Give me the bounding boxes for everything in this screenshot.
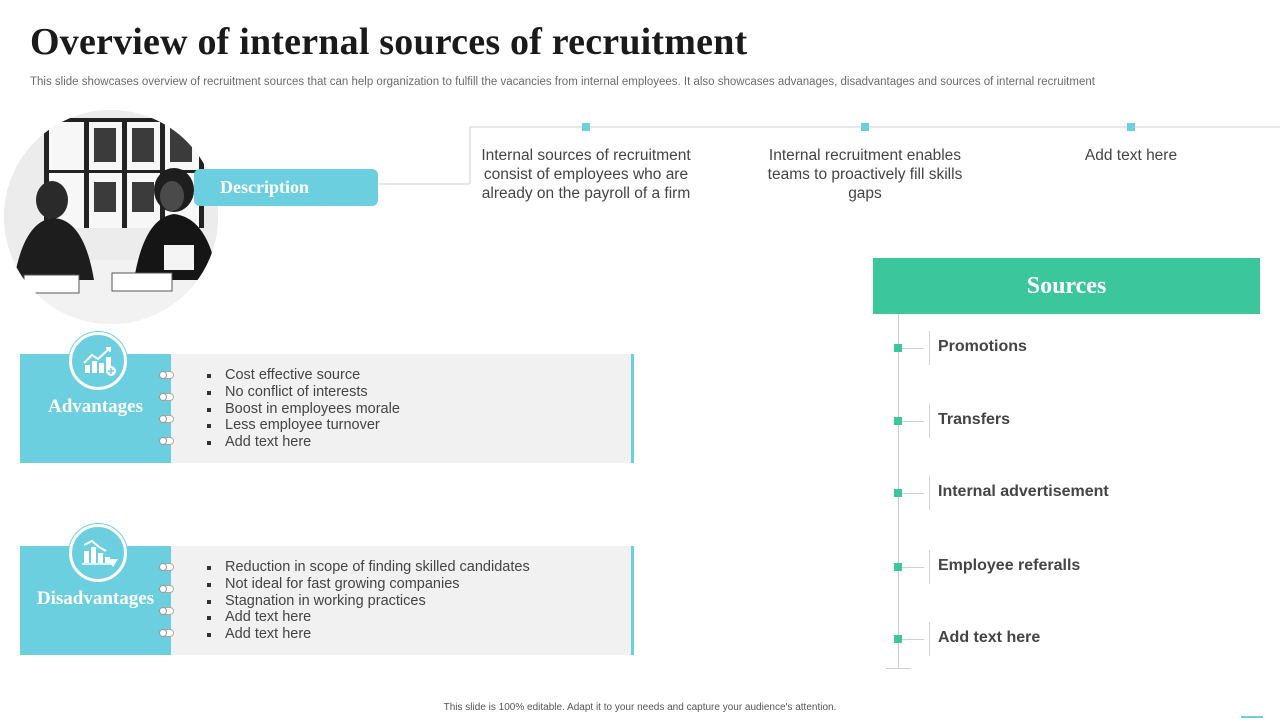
- binder-dot: [159, 563, 167, 571]
- list-item: Add text here: [207, 626, 530, 643]
- separator-line: [929, 476, 930, 510]
- source-item-add-text: Add text here: [894, 622, 1194, 656]
- source-label: Promotions: [938, 338, 1027, 355]
- binder-dot: [159, 607, 167, 615]
- list-item: Not ideal for fast growing companies: [207, 576, 530, 593]
- list-item: Boost in employees morale: [207, 401, 400, 418]
- bullet-square: [894, 489, 902, 497]
- list-item: Reduction in scope of finding skilled ca…: [207, 559, 530, 576]
- description-text-3: Add text here: [1084, 147, 1178, 164]
- list-item: Add text here: [207, 434, 400, 451]
- separator-line: [929, 404, 930, 438]
- list-item: Less employee turnover: [207, 417, 400, 434]
- footer-note: This slide is 100% editable. Adapt it to…: [443, 702, 837, 713]
- description-text-2: Internal recruitment enables teams to pr…: [767, 147, 963, 202]
- advantages-label: Advantages: [47, 396, 143, 417]
- source-item-transfers: Transfers: [894, 404, 1194, 438]
- bullet-square: [894, 635, 902, 643]
- description-text-1: Internal sources of recruitment consist …: [481, 147, 691, 202]
- list-item: Cost effective source: [207, 367, 400, 384]
- decline-chart-icon: [69, 524, 127, 582]
- advantages-list: Cost effective source No conflict of int…: [207, 367, 400, 451]
- page-subtitle: This slide showcases overview of recruit…: [30, 76, 1095, 88]
- advantages-list-box: Cost effective source No conflict of int…: [171, 354, 634, 463]
- binder-dot: [159, 585, 167, 593]
- binder-dot: [159, 371, 167, 379]
- corner-accent: [1241, 716, 1263, 718]
- description-label: Description: [194, 169, 378, 206]
- disadvantages-list: Reduction in scope of finding skilled ca…: [207, 559, 530, 643]
- page-title: Overview of internal sources of recruitm…: [30, 21, 748, 63]
- binder-dot: [159, 629, 167, 637]
- source-label: Transfers: [938, 411, 1011, 428]
- list-item: Add text here: [207, 609, 530, 626]
- binder-dot: [159, 393, 167, 401]
- source-item-employee-referalls: Employee referalls: [894, 550, 1194, 584]
- disadvantages-label: Disadvantages: [36, 588, 155, 609]
- connector-line: [902, 421, 924, 422]
- separator-line: [929, 331, 930, 365]
- source-item-internal-advertisement: Internal advertisement: [894, 476, 1194, 510]
- growth-chart-icon: [69, 332, 127, 390]
- binder-dot: [159, 437, 167, 445]
- bullet-square: [894, 344, 902, 352]
- connector-line: [902, 639, 924, 640]
- sources-header: Sources: [873, 258, 1260, 314]
- source-label: Internal advertisement: [938, 483, 1109, 500]
- disadvantages-panel: Disadvantages Reduction in scope of find…: [20, 524, 634, 655]
- separator-line: [929, 550, 930, 584]
- list-item: No conflict of interests: [207, 384, 400, 401]
- separator-line: [929, 622, 930, 656]
- advantages-panel: Advantages Cost effective source No conf…: [20, 332, 634, 463]
- connector-line: [902, 493, 924, 494]
- list-item: Stagnation in working practices: [207, 593, 530, 610]
- source-label: Employee referalls: [938, 557, 1081, 574]
- source-label: Add text here: [938, 629, 1041, 646]
- description-connector: [378, 123, 1280, 185]
- disadvantages-list-box: Reduction in scope of finding skilled ca…: [171, 546, 634, 655]
- binder-dot: [159, 415, 167, 423]
- connector-line: [902, 567, 924, 568]
- bullet-square: [894, 563, 902, 571]
- connector-line: [902, 348, 924, 349]
- meeting-photo: [4, 110, 218, 324]
- source-item-promotions: Promotions: [894, 331, 1194, 365]
- bullet-square: [894, 417, 902, 425]
- sources-timeline-end: [886, 668, 911, 669]
